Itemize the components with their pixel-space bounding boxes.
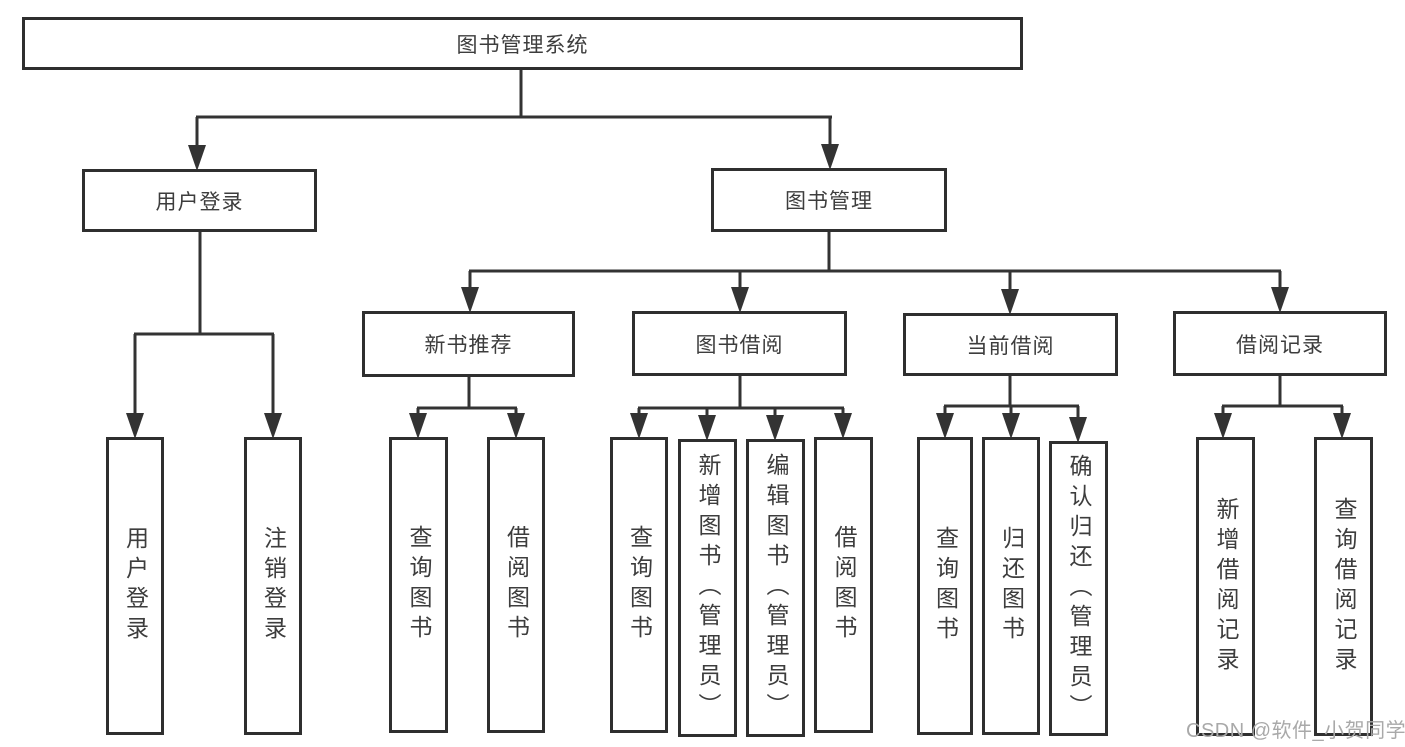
node-label: 查询图书 xyxy=(406,525,432,645)
node-label: 新增借阅记录 xyxy=(1213,496,1239,677)
arrowhead xyxy=(1333,413,1351,439)
node-leaf-query-books: 查询图书 xyxy=(917,437,973,735)
node-leaf-borrow-books: 借阅图书 xyxy=(814,437,873,733)
arrowhead xyxy=(1001,289,1019,315)
node-label: 新增图书（管理员） xyxy=(695,453,721,723)
node-leaf-return-books: 归还图书 xyxy=(982,437,1040,735)
arrowhead xyxy=(698,415,716,441)
node-label: 注销登录 xyxy=(260,526,287,646)
node-book-management: 图书管理 xyxy=(711,168,947,232)
arrowhead xyxy=(264,413,282,439)
node-label: 查询图书 xyxy=(932,526,959,646)
node-label: 确认归还（管理员） xyxy=(1066,453,1092,724)
arrowhead xyxy=(731,287,749,313)
node-leaf-query-books: 查询图书 xyxy=(610,437,668,733)
node-leaf-add-book-admin: 新增图书（管理员） xyxy=(678,439,737,737)
arrowhead xyxy=(1214,413,1232,439)
node-label: 图书管理系统 xyxy=(456,33,589,57)
csdn-watermark: CSDN @软件_小贺同学 xyxy=(1186,720,1405,742)
arrowhead xyxy=(126,413,144,439)
node-label: 借阅图书 xyxy=(503,525,530,645)
node-borrowing-records: 借阅记录 xyxy=(1173,311,1387,376)
node-label: 用户登录 xyxy=(122,526,149,646)
node-label: 新书推荐 xyxy=(424,334,513,357)
arrowhead xyxy=(409,413,427,439)
arrowhead xyxy=(834,413,852,439)
node-user-login: 用户登录 xyxy=(82,169,317,232)
arrowhead xyxy=(1069,417,1087,443)
node-leaf-borrow-books: 借阅图书 xyxy=(487,437,545,733)
arrowhead xyxy=(630,413,648,439)
arrowhead xyxy=(936,413,954,439)
node-leaf-confirm-return-admin: 确认归还（管理员） xyxy=(1049,441,1108,736)
node-label: 归还图书 xyxy=(998,526,1025,646)
node-label: 用户登录 xyxy=(155,190,244,214)
node-label: 查询借阅记录 xyxy=(1331,496,1357,677)
node-leaf-query-books: 查询图书 xyxy=(389,437,448,733)
node-label: 借阅图书 xyxy=(831,525,857,645)
node-current-borrowing: 当前借阅 xyxy=(903,313,1118,376)
arrowhead xyxy=(188,145,206,171)
node-book-borrowing: 图书借阅 xyxy=(632,311,847,376)
arrowhead xyxy=(821,144,839,170)
node-label: 查询图书 xyxy=(626,525,653,645)
arrowhead xyxy=(1271,287,1289,313)
node-label: 当前借阅 xyxy=(966,334,1055,358)
node-leaf-add-borrow-record: 新增借阅记录 xyxy=(1196,437,1255,736)
arrowhead xyxy=(1002,413,1020,439)
node-new-book-recommend: 新书推荐 xyxy=(362,311,575,377)
node-label: 图书管理 xyxy=(785,190,873,213)
node-label: 编辑图书（管理员） xyxy=(763,453,789,723)
arrowhead xyxy=(766,415,784,441)
node-library-system: 图书管理系统 xyxy=(22,17,1023,70)
node-leaf-edit-book-admin: 编辑图书（管理员） xyxy=(746,439,805,737)
node-label: 借阅记录 xyxy=(1236,333,1324,357)
arrowhead xyxy=(507,413,525,439)
node-leaf-user-login: 用户登录 xyxy=(106,437,164,735)
node-label: 图书借阅 xyxy=(695,333,784,357)
node-leaf-logout: 注销登录 xyxy=(244,437,302,735)
arrowhead xyxy=(461,287,479,313)
node-leaf-query-borrow-record: 查询借阅记录 xyxy=(1314,437,1373,736)
